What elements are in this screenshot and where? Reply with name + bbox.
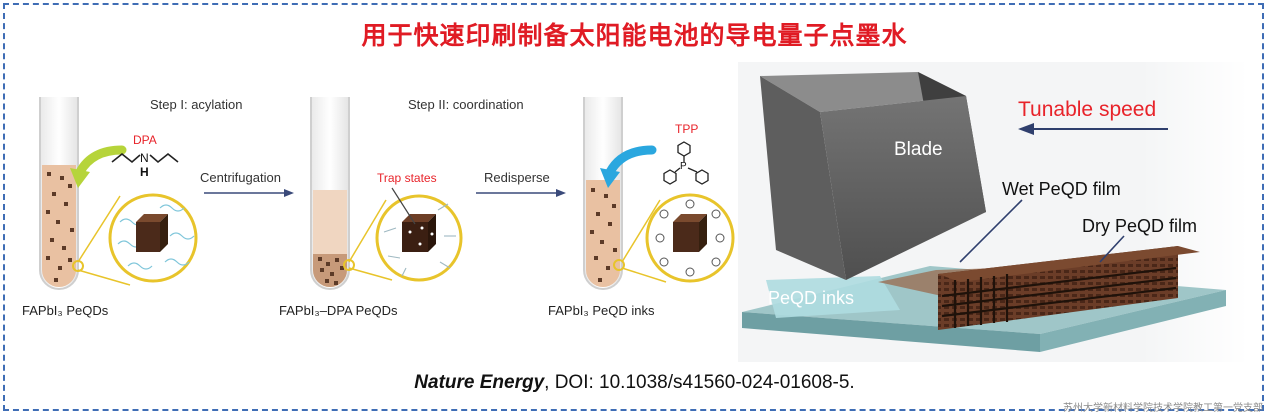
blade-label: Blade: [894, 139, 943, 160]
step2-label: Step II: coordination: [408, 97, 524, 112]
trap-pointer: [391, 187, 416, 225]
nanocrystal-cube-3-icon: [673, 214, 707, 252]
blade: [760, 72, 986, 280]
amine-h-label: H: [140, 165, 149, 179]
zoom-callout-3: [613, 193, 735, 283]
tunable-speed-label: Tunable speed: [1018, 98, 1156, 121]
arrow-2-head-icon: [556, 189, 566, 197]
arrow-1-head-icon: [284, 189, 294, 197]
wet-film-pointer: [959, 199, 1023, 263]
tube-3-caption: FAPbI₃ PeQD inks: [548, 303, 655, 318]
tube-2-caption: FAPbI₃–DPA PeQDs: [279, 303, 398, 318]
centrifugation-label: Centrifugation: [200, 170, 281, 185]
trap-states-label: Trap states: [377, 171, 437, 185]
amine-n-label: N: [140, 151, 149, 165]
nanocrystal-cube-1-icon: [136, 214, 168, 252]
ink-puddle: [766, 276, 900, 318]
step1-label: Step I: acylation: [150, 97, 243, 112]
watermark: 苏州大学新材料学院技术学院教工第一党支部: [1063, 403, 1263, 414]
blue-arrowhead-icon: [600, 168, 620, 188]
green-arrowhead-icon: [70, 168, 90, 188]
zoom-callout-1: [72, 193, 198, 286]
test-tube-3: [583, 97, 623, 290]
tpp-molecule-icon: [663, 141, 709, 185]
dry-film-label: Dry PeQD film: [1082, 216, 1197, 236]
green-arrow-icon: [75, 145, 127, 177]
zoom-callout-2: [343, 187, 463, 282]
citation: Nature Energy, DOI: 10.1038/s41560-024-0…: [0, 372, 1269, 394]
dashed-frame: [3, 3, 1264, 411]
citation-journal: Nature Energy: [414, 372, 545, 393]
speed-arrow-head-icon: [1018, 123, 1034, 135]
blue-arrow-icon: [605, 145, 657, 177]
tpp-label: TPP: [675, 122, 698, 136]
peqd-inks-label: PeQD inks: [768, 288, 854, 308]
page-title: 用于快速印刷制备太阳能电池的导电量子点墨水: [361, 21, 908, 50]
device-illustration: [738, 62, 1248, 362]
citation-doi: , DOI: 10.1038/s41560-024-01608-5.: [544, 372, 855, 393]
wet-film-label: Wet PeQD film: [1002, 179, 1121, 199]
dry-film-pointer: [1099, 235, 1125, 263]
dpa-molecule-icon: [111, 152, 179, 164]
phosphorus-label: P: [680, 161, 687, 172]
test-tube-1: [39, 97, 79, 290]
nanocrystal-cube-2-icon: [402, 214, 436, 252]
redisperse-label: Redisperse: [484, 170, 550, 185]
test-tube-2: [310, 97, 350, 290]
dpa-label: DPA: [133, 133, 157, 147]
tube-1-caption: FAPbI₃ PeQDs: [22, 303, 109, 318]
